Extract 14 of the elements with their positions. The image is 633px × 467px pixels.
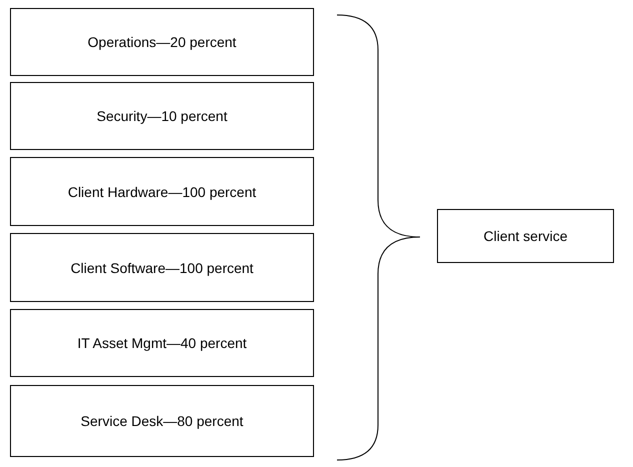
text-box	[10, 157, 314, 226]
text-box	[10, 309, 314, 377]
box-label: Security—10 percent	[96, 108, 228, 124]
text-box	[10, 385, 314, 457]
box-label: IT Asset Mgmt—40 percent	[77, 335, 247, 351]
text-box	[10, 233, 314, 302]
box-label: Operations—20 percent	[88, 34, 236, 50]
box-label: Client service	[483, 228, 568, 244]
text-box	[437, 209, 614, 263]
box-label: Client Software—100 percent	[70, 260, 254, 276]
text-box	[10, 82, 314, 150]
text-box	[10, 8, 314, 76]
box-label: Client Hardware—100 percent	[68, 184, 256, 200]
box-label: Service Desk—80 percent	[80, 413, 244, 429]
